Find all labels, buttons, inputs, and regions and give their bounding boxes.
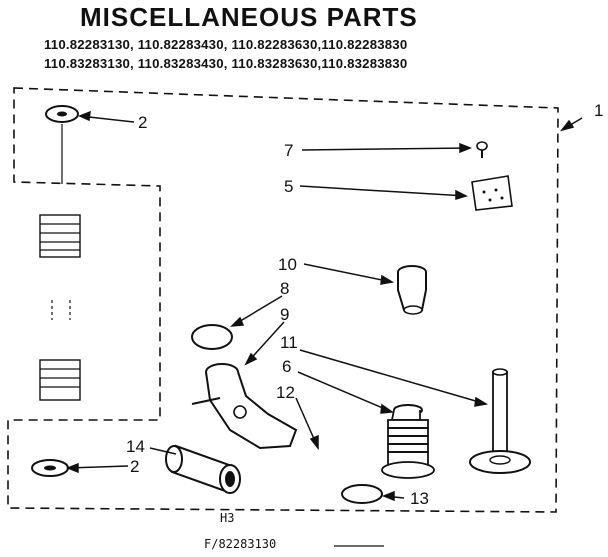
washer-bottom bbox=[31, 459, 69, 477]
callout-7: 7 bbox=[284, 141, 293, 160]
model-numbers-line-2: 110.83283130, 110.83283430, 110.83283630… bbox=[44, 56, 408, 71]
callout-2-bottom: 2 bbox=[130, 457, 139, 476]
bellows-seal bbox=[381, 404, 435, 479]
page-title: MISCELLANEOUS PARTS bbox=[80, 2, 418, 32]
callout-10: 10 bbox=[278, 255, 297, 274]
leader-lines bbox=[65, 110, 583, 502]
callout-12: 12 bbox=[276, 383, 295, 402]
post-stand bbox=[469, 368, 531, 474]
model-numbers-line-1: 110.82283130, 110.82283430, 110.82283630… bbox=[44, 37, 408, 52]
cap bbox=[397, 265, 427, 315]
callout-9: 9 bbox=[280, 305, 289, 324]
callout-11: 11 bbox=[280, 333, 298, 352]
shaft-fragment bbox=[51, 300, 71, 320]
callout-2-top: 2 bbox=[138, 113, 147, 132]
footer-code: H3 bbox=[220, 511, 234, 525]
callout-6: 6 bbox=[282, 357, 291, 376]
footer-part-ref: F/82283130 bbox=[204, 537, 276, 551]
spring-coupler-upper bbox=[39, 214, 81, 258]
assembly-boundary bbox=[7, 87, 559, 513]
callout-5: 5 bbox=[284, 177, 293, 196]
callout-14: 14 bbox=[126, 437, 145, 456]
clip-bracket bbox=[471, 175, 513, 211]
clamp-ring bbox=[191, 324, 233, 350]
hose-elbow bbox=[191, 363, 298, 450]
coupling-tube bbox=[165, 444, 241, 494]
snap-ring bbox=[341, 484, 383, 504]
screw bbox=[476, 141, 488, 158]
spring-coupler-lower bbox=[39, 359, 81, 401]
washer-top bbox=[45, 105, 79, 123]
callout-8: 8 bbox=[280, 279, 289, 298]
callout-13: 13 bbox=[410, 489, 429, 508]
callout-1: 1 bbox=[594, 101, 603, 120]
